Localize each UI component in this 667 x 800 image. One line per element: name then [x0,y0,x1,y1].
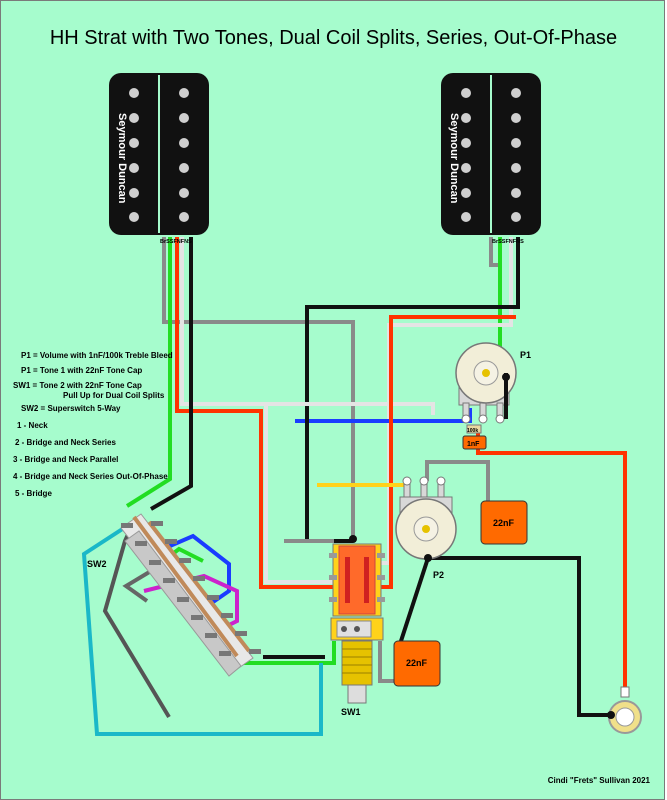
cap-22nf-tone2: 22nF [393,640,441,687]
wire-gray-cap [378,641,394,683]
bridge-pickup-wire-label: BrSSFNFNS [492,239,524,245]
p2-label: P2 [433,570,444,580]
wire-jumper-blue [162,533,231,611]
neck-pickup-brand: Seymour Duncan [116,113,128,204]
wire-white-mid [265,402,435,415]
legend: P1 = Volume with 1nF/100k Treble Bleed P… [13,351,173,499]
resistor-100k: 100k [466,424,482,434]
wire-red-sw1 [380,320,393,589]
cap-1nf-label: 1nF [467,441,480,448]
wire-blue [295,408,472,423]
switch-sw1: SW1 [329,535,385,717]
cap-22nf-label: 22nF [493,518,515,528]
wire-gray-p2 [425,460,490,501]
legend-item: 4 - Bridge and Neck Series Out-Of-Phase [13,472,168,481]
output-jack [607,686,642,734]
wire-black-sw1 [305,417,353,543]
wire-neck-green [125,237,172,508]
wire-neck-red [175,237,336,589]
wire-cyan [81,524,323,736]
cap-1nf: 1nF [462,435,487,450]
resistor-label: 100k [467,428,478,434]
bridge-pickup: Seymour Duncan BrSSFNFNS [441,73,541,245]
pot-p2: P2 [395,476,457,580]
bridge-pickup-brand: Seymour Duncan [448,113,460,204]
sw1-label: SW1 [341,707,361,717]
legend-item: 2 - Bridge and Neck Series [15,438,116,447]
p1-solder-point [502,373,510,381]
neck-pickup: Seymour Duncan BrSSFNFNS [109,73,209,245]
wire-bridge-red-top [389,315,516,320]
wire-neck-gray [162,237,355,541]
pot-p1: P1 [455,342,531,424]
wire-neck-black [150,237,193,511]
wire-black-jack [428,556,611,717]
wire-bridge-black [305,237,520,417]
switch-sw2: SW2 [87,513,261,677]
legend-item: P1 = Tone 1 with 22nF Tone Cap [21,366,143,375]
legend-item: 5 - Bridge [15,489,52,498]
cap-22nf-2-label: 22nF [406,658,428,668]
sw2-label: SW2 [87,559,107,569]
neck-pole-pieces [129,88,189,222]
wires [81,237,627,736]
legend-item: P1 = Volume with 1nF/100k Treble Bleed [21,351,173,360]
legend-item: SW1 = Tone 2 with 22nF Tone Cap [13,381,142,390]
wire-green-bottom [239,641,336,665]
legend-item: SW2 = Superswitch 5-Way [21,404,121,413]
legend-item: 3 - Bridge and Neck Parallel [13,455,119,464]
wire-bridge-gray [489,237,500,267]
cap-22nf-tone1: 22nF [480,500,528,545]
legend-item: Pull Up for Dual Coil Splits [63,391,165,400]
legend-item: 1 - Neck [17,421,48,430]
author-credit: Cindi "Frets" Sullivan 2021 [547,776,650,785]
bridge-pole-pieces [461,88,521,222]
wire-black-p2 [399,557,430,642]
page-title: HH Strat with Two Tones, Dual Coil Split… [49,27,618,49]
neck-pickup-wire-label: BrSSFNFNS [160,239,192,245]
p1-label: P1 [520,350,531,360]
